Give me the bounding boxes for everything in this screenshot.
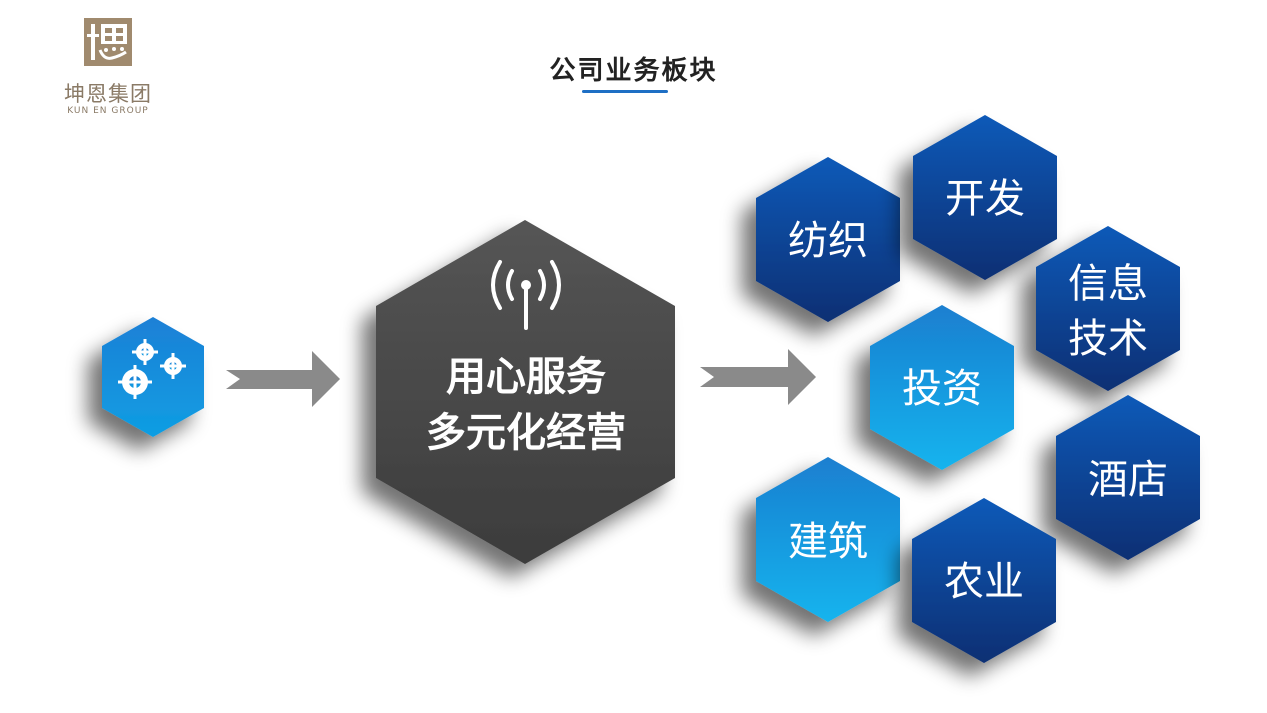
label-it-line1: 信息 <box>1068 261 1148 307</box>
label-textile: 纺织 <box>788 218 868 264</box>
arrow-1 <box>226 351 340 407</box>
label-it-line2: 技术 <box>1068 316 1148 362</box>
hex-it <box>1036 226 1180 391</box>
signal-antenna-icon <box>491 260 561 330</box>
label-hotel: 酒店 <box>1088 457 1168 503</box>
logo-name: 坤恩集团 <box>64 82 152 106</box>
label-investment: 投资 <box>902 366 982 412</box>
arrow-2 <box>700 349 816 405</box>
gears-hexagon <box>102 317 204 437</box>
hex-textile <box>756 157 900 322</box>
hex-construction <box>756 457 900 622</box>
hex-agriculture <box>912 498 1056 663</box>
label-agriculture: 农业 <box>944 559 1024 605</box>
label-construction: 建筑 <box>788 519 868 565</box>
title-underline <box>582 90 668 93</box>
center-line2: 多元化经营 <box>426 410 626 456</box>
center-hexagon <box>376 220 675 564</box>
company-logo: 坤恩集团 KUN EN GROUP <box>48 16 168 116</box>
hex-hotel <box>1056 395 1200 560</box>
center-line1: 用心服务 <box>446 354 606 400</box>
label-development: 开发 <box>945 176 1025 222</box>
hex-development <box>913 115 1057 280</box>
page-title: 公司业务板块 <box>549 56 718 86</box>
logo-mark-icon <box>84 18 132 66</box>
logo-subtitle: KUN EN GROUP <box>67 106 149 116</box>
hex-investment <box>870 305 1014 470</box>
gears-icon <box>118 339 186 399</box>
